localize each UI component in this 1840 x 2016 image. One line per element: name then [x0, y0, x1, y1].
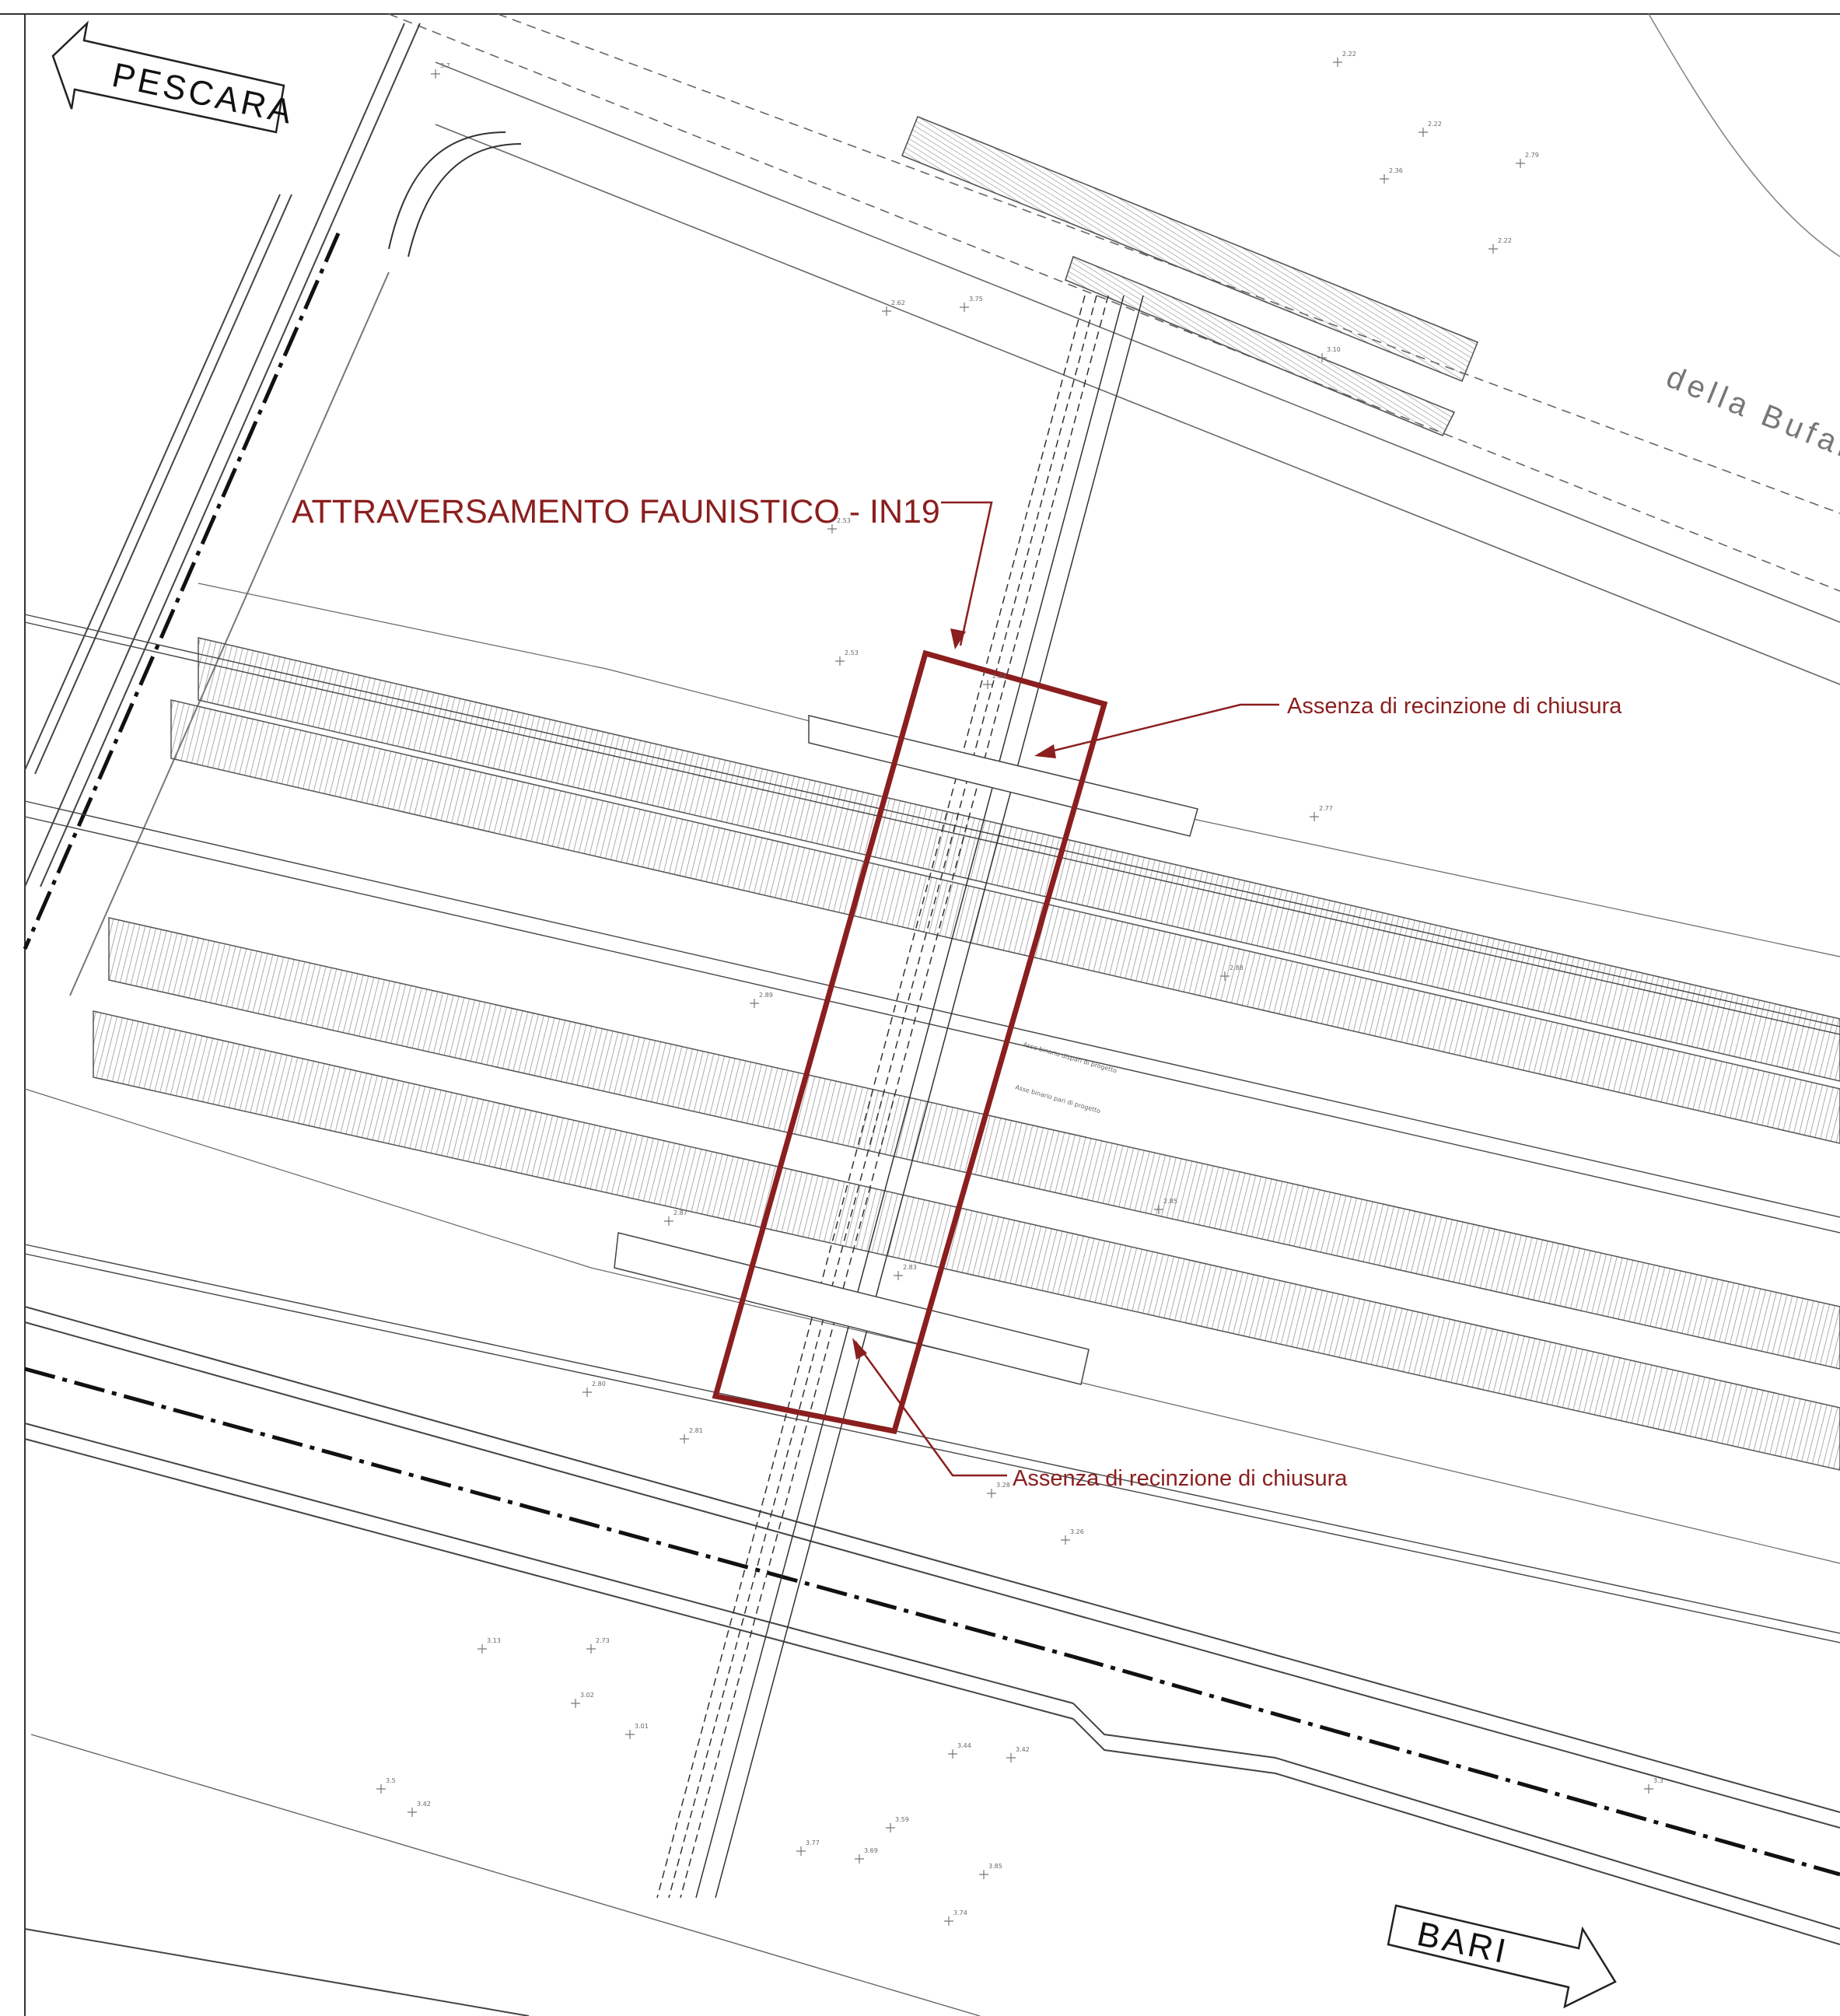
spot-level-value: 3.26	[1070, 1528, 1084, 1535]
spot-level-value: 3.10	[1327, 346, 1341, 353]
spot-level-value: 3.42	[1016, 1746, 1030, 1753]
spot-level-value: 3.77	[806, 1839, 820, 1846]
existing-railway-lower	[24, 1306, 1840, 2016]
spot-level-marker	[1310, 812, 1319, 821]
spot-level-marker	[983, 680, 992, 689]
spot-level-value: 3.02	[580, 1692, 594, 1699]
spot-level-marker	[855, 1854, 864, 1864]
spot-level-value: 3.44	[957, 1742, 971, 1749]
spot-level-value: 2.83	[903, 1264, 917, 1271]
bari-arrow: BARI	[1387, 1904, 1617, 2009]
crossing-title: ATTRAVERSAMENTO FAUNISTICO - IN19	[292, 493, 940, 530]
spot-level-value: 2.36	[1389, 167, 1403, 174]
spot-level-value: 2.88	[1230, 964, 1244, 971]
title-leader-arrow	[950, 628, 966, 649]
spot-levels: 3.7 2.22 2.22 2.79 2.36 2.22 3.10 2.53 2.62 3.75 2…	[376, 51, 1663, 1926]
spot-level-marker	[827, 524, 837, 534]
road-name-label: della Bufalara	[1662, 360, 1840, 488]
spot-level-marker	[477, 1644, 487, 1654]
spot-level-value: 2.77	[1319, 805, 1333, 812]
spot-level-value: 2.53	[845, 649, 859, 656]
spot-level-value: 3.69	[864, 1847, 878, 1854]
spot-level-marker	[987, 1489, 996, 1498]
spot-level-marker	[979, 1870, 988, 1879]
note-bottom-leader	[854, 1341, 1007, 1477]
spot-level-marker	[894, 1271, 903, 1280]
spot-level-marker	[571, 1699, 580, 1708]
spot-level-value: 3.42	[417, 1801, 431, 1808]
spot-level-marker	[1317, 353, 1327, 362]
pescara-arrow: PESCARA	[51, 20, 298, 134]
spot-level-marker	[944, 1916, 953, 1926]
spot-level-marker	[835, 656, 845, 666]
spot-level-value: 2.87	[673, 1209, 687, 1216]
spot-level-marker	[886, 1823, 895, 1832]
title-leader	[941, 501, 993, 646]
note-bottom: Assenza di recinzione di chiusura	[1013, 1466, 1348, 1491]
spot-level-marker	[582, 1388, 592, 1397]
spot-level-value: 2.81	[689, 1427, 703, 1434]
spot-level-value: 3.5	[386, 1777, 396, 1784]
spot-level-marker	[948, 1749, 957, 1759]
spot-level-marker	[625, 1730, 635, 1739]
spot-level-marker	[408, 1808, 417, 1817]
project-railway	[24, 583, 1840, 1643]
spot-level-marker	[960, 303, 969, 312]
spot-level-value: 2.22	[1498, 237, 1512, 244]
spot-level-marker	[1220, 971, 1230, 981]
spot-level-marker	[1516, 159, 1525, 168]
existing-railway-left	[23, 23, 522, 996]
spot-level-marker	[376, 1784, 386, 1794]
bufalara-road	[388, 13, 1840, 685]
spot-level-marker	[1488, 244, 1498, 254]
odd-track-axis-label: Asse binario dispari di progetto	[1022, 1041, 1118, 1074]
spot-level-marker	[1154, 1205, 1163, 1214]
spot-level-value: 2.80	[592, 1381, 606, 1388]
even-track-axis-label: Asse binario pari di progetto	[1014, 1083, 1101, 1115]
spot-level-marker	[1006, 1753, 1016, 1762]
spot-level-marker	[1333, 58, 1342, 67]
note-top: Assenza di recinzione di chiusura	[1287, 694, 1622, 719]
note-top-arrow	[1034, 744, 1056, 758]
spot-level-value: 3.13	[487, 1637, 501, 1644]
spot-level-marker	[1418, 128, 1428, 137]
spot-level-value: 3.75	[969, 296, 983, 303]
sheet-frame	[0, 13, 1840, 2016]
spot-level-value: 2.79	[1525, 152, 1539, 159]
spot-level-value: 3.01	[635, 1723, 649, 1730]
spot-level-marker	[680, 1434, 689, 1444]
spot-level-value: 2.62	[891, 299, 905, 306]
spot-level-marker	[1380, 174, 1389, 184]
spot-level-marker	[664, 1216, 673, 1226]
spot-level-marker	[431, 69, 440, 79]
spot-level-marker	[1644, 1784, 1653, 1794]
spot-level-value: 3.3	[1653, 1777, 1663, 1784]
spot-level-value: 2.22	[1342, 51, 1356, 58]
crossing-corridor	[614, 295, 1198, 1899]
spot-level-value: 2.24	[992, 673, 1006, 680]
spot-level-value: 3.74	[953, 1909, 967, 1916]
spot-level-value: 2.73	[596, 1637, 610, 1644]
spot-level-value: 2.22	[1428, 121, 1442, 128]
note-top-leader	[1037, 703, 1279, 756]
spot-level-marker	[750, 999, 759, 1008]
spot-level-value: 3.85	[988, 1863, 1002, 1870]
spot-level-value: 2.53	[837, 517, 851, 524]
spot-level-marker	[882, 306, 891, 316]
note-bottom-arrow	[852, 1338, 867, 1360]
spot-level-marker	[1061, 1535, 1070, 1545]
spot-level-value: 2.85	[1163, 1198, 1177, 1205]
spot-level-value: 3.7	[440, 62, 450, 69]
spot-level-marker	[586, 1644, 596, 1654]
spot-level-value: 3.28	[996, 1482, 1010, 1489]
spot-level-value: 3.59	[895, 1816, 909, 1823]
spot-level-marker	[796, 1846, 806, 1856]
spot-level-value: 2.89	[759, 992, 773, 999]
crossing-highlight	[712, 649, 1108, 1435]
